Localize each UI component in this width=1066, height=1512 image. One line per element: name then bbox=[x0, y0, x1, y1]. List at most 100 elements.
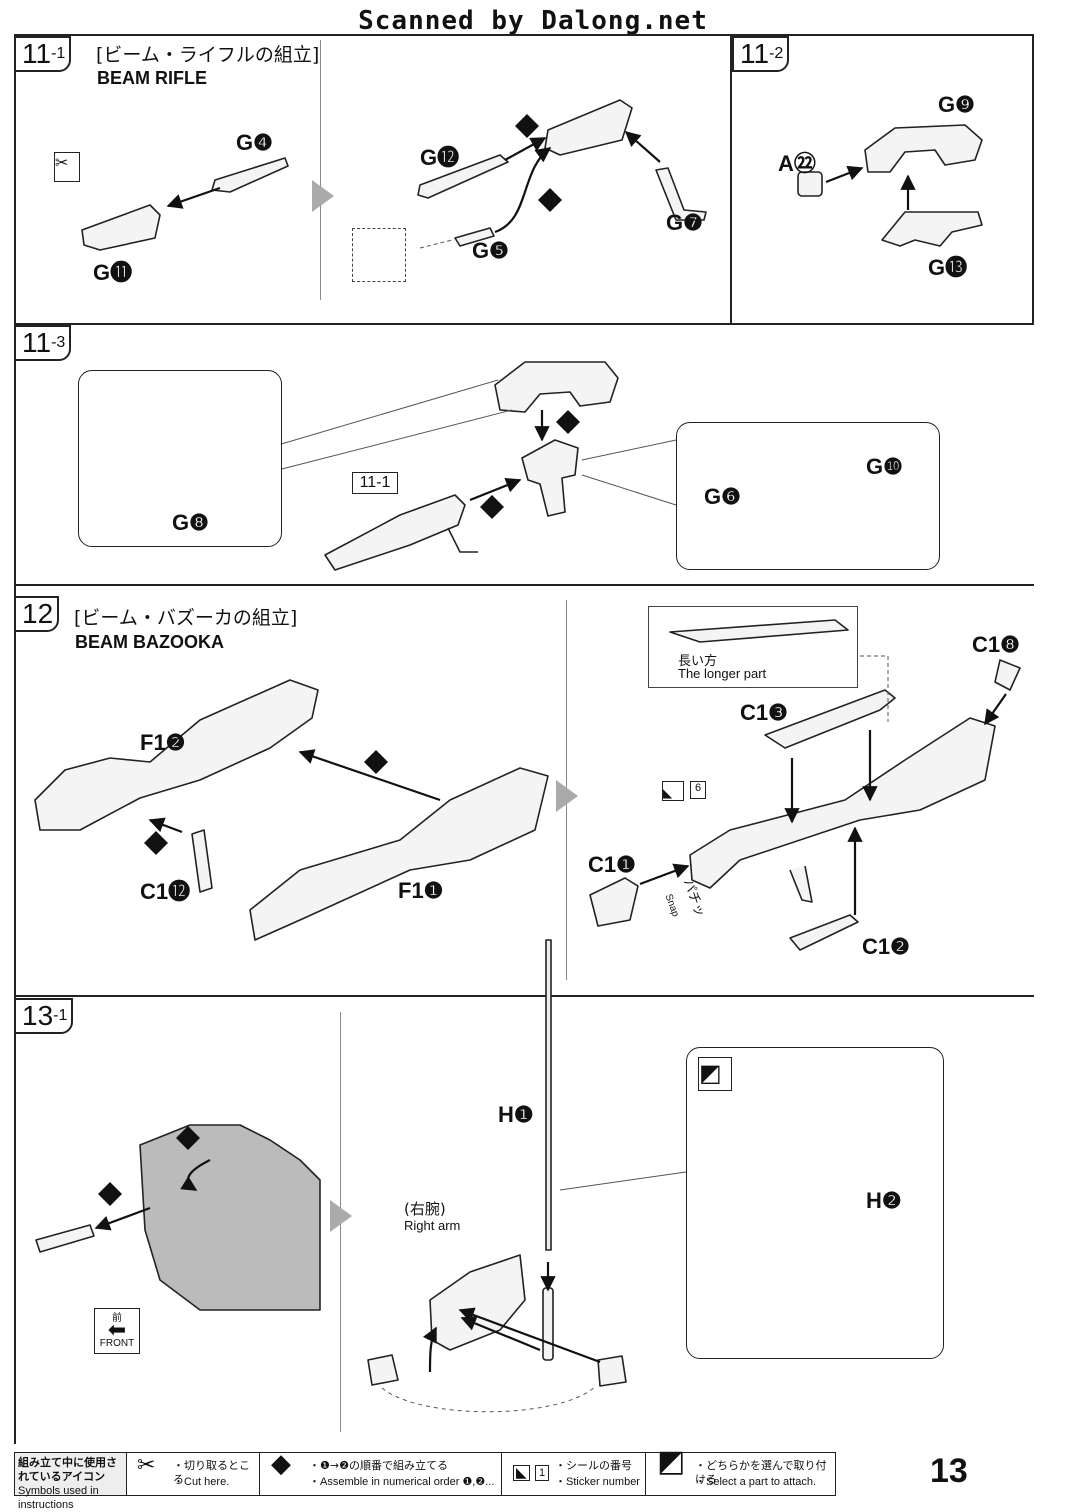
part-upper-rifle-drawing bbox=[494, 361, 619, 413]
order-2-badge-11-3 bbox=[556, 410, 580, 434]
part-guide-drawing bbox=[669, 619, 849, 643]
front-arrow-icon: ⬅ bbox=[107, 1318, 127, 1343]
legend-sticker-en: ・Sticker number bbox=[555, 1476, 640, 1488]
part-g7-drawing bbox=[655, 167, 707, 221]
step-tag-11-2: 11-2 bbox=[732, 36, 790, 72]
page-number: 13 bbox=[930, 1452, 968, 1490]
arrow-hand-to-arm bbox=[458, 1307, 601, 1364]
arrow-g12-to-body bbox=[504, 137, 547, 161]
label-f11: F1❶ bbox=[398, 878, 444, 903]
label-g9: G❾ bbox=[938, 92, 975, 117]
legend-select-en: ・Select a part to attach. bbox=[695, 1476, 817, 1488]
front-en: FRONT bbox=[99, 1338, 135, 1349]
part-right-arm-drawing bbox=[429, 1254, 526, 1351]
divider-13 bbox=[14, 995, 1034, 997]
step-title-en-11-1: BEAM RIFLE bbox=[97, 68, 207, 88]
flow-arrow-11-1 bbox=[312, 180, 334, 212]
select-part-icon: ◩ bbox=[699, 1059, 722, 1087]
sub-divider-11-1 bbox=[320, 40, 321, 300]
divider-11-3 bbox=[14, 323, 1034, 325]
label-a22: A㉒ bbox=[778, 151, 816, 176]
right-arm-jp: (右腕) bbox=[404, 1200, 446, 1218]
part-g5-drawing bbox=[454, 227, 495, 247]
frame-right-top bbox=[1032, 34, 1034, 324]
order-2-badge-11-1 bbox=[515, 114, 539, 138]
legend-cut-jp: ・切り取るところ bbox=[173, 1459, 250, 1486]
scissors-icon: ✂ bbox=[55, 153, 69, 172]
label-g10: G❿ bbox=[866, 454, 903, 479]
part-c13-drawing bbox=[764, 689, 896, 749]
part-bazooka-drawing bbox=[689, 717, 996, 903]
step-tag-12: 12 bbox=[14, 596, 60, 632]
part-g12-drawing bbox=[417, 154, 509, 199]
inset-box-g6 bbox=[676, 422, 940, 570]
arrow-f11-to-f12 bbox=[298, 749, 441, 802]
part-h1-post-drawing bbox=[542, 1287, 554, 1361]
callout-line-b bbox=[277, 409, 513, 471]
inset-box-g8 bbox=[78, 370, 282, 547]
legend-select: ◩ ・どちらかを選んで取り付ける ・Select a part to attac… bbox=[651, 1447, 835, 1495]
scissors-legend-icon: ✂ bbox=[137, 1453, 156, 1478]
part-rifle-body-drawing bbox=[544, 99, 633, 156]
part-robot-drawing bbox=[139, 1124, 321, 1311]
legend-sticker-jp: ・シールの番号 bbox=[555, 1459, 632, 1472]
sticker-hint-box bbox=[352, 228, 406, 282]
step-title-jp-11-1: [ビーム・ライフルの組立] bbox=[96, 44, 320, 66]
longer-part-box bbox=[648, 606, 858, 688]
legend-order: ◆ ・❶→❷の順番で組み立てる ・Assemble in numerical o… bbox=[265, 1449, 502, 1495]
dash-g5 bbox=[419, 239, 453, 249]
part-g4-drawing bbox=[211, 157, 289, 193]
label-g8: G❽ bbox=[172, 510, 209, 535]
callout-line-h2 bbox=[559, 1171, 687, 1191]
divider-12 bbox=[14, 584, 1034, 586]
part-g13-drawing bbox=[881, 211, 983, 247]
arrow-rifle-to-grip bbox=[469, 477, 522, 502]
callout-line-c bbox=[581, 474, 677, 506]
step-tag-11-1: 11-1 bbox=[14, 36, 72, 72]
arrow-c11 bbox=[639, 863, 690, 886]
legend-order-en: ・Assemble in numerical order ❶,❷... bbox=[309, 1476, 495, 1488]
arrow-rotate bbox=[180, 1159, 211, 1191]
step-tag-13-1: 13-1 bbox=[14, 998, 74, 1034]
label-g4: G❹ bbox=[236, 130, 273, 155]
step-tag-11-3: 11-3 bbox=[14, 325, 72, 361]
right-arm-en: Right arm bbox=[404, 1218, 461, 1233]
label-c13: C1❸ bbox=[740, 700, 788, 725]
part-f11-drawing bbox=[249, 767, 549, 941]
order-2-badge-13 bbox=[98, 1182, 122, 1206]
legend-heading-en: Symbols used in instructions bbox=[18, 1485, 99, 1511]
legend-select-jp: ・どちらかを選んで取り付ける bbox=[695, 1459, 827, 1486]
label-g6: G❻ bbox=[704, 484, 741, 509]
callout-line-d bbox=[581, 439, 677, 461]
scan-watermark: Scanned by Dalong.net bbox=[358, 6, 708, 36]
flow-arrow-12 bbox=[556, 780, 578, 812]
label-c11: C1❶ bbox=[588, 852, 636, 877]
legend-cut-en: ・Cut here. bbox=[173, 1476, 230, 1488]
order-diamond-icon: ◆ bbox=[271, 1449, 291, 1479]
arrow-post-to-arm bbox=[460, 1316, 541, 1352]
label-f12: F1❷ bbox=[140, 730, 186, 755]
order-1-badge-13 bbox=[176, 1126, 200, 1150]
label-g13: G⓭ bbox=[928, 255, 968, 280]
label-h2: H❷ bbox=[866, 1188, 902, 1213]
select-icon-13: ◩ bbox=[698, 1057, 732, 1091]
frame-top bbox=[14, 34, 1034, 36]
arrow-g5-to-body bbox=[494, 147, 552, 234]
longer-part-jp: 長い方 bbox=[678, 654, 718, 669]
inset-box-h2 bbox=[686, 1047, 944, 1359]
label-h1: H❶ bbox=[498, 1102, 534, 1127]
part-hand-right-drawing bbox=[597, 1355, 627, 1387]
part-c12-drawing bbox=[789, 914, 859, 951]
arrow-g7-to-body bbox=[624, 130, 661, 163]
arrow-c112-to-f12 bbox=[148, 817, 183, 834]
order-2-badge-12 bbox=[364, 750, 388, 774]
part-c11-drawing bbox=[589, 877, 639, 927]
part-hand-left-drawing bbox=[367, 1354, 399, 1386]
frame-left bbox=[14, 34, 16, 1444]
label-g11: G⓫ bbox=[93, 260, 133, 285]
hand-swap-dotted bbox=[381, 1385, 597, 1413]
legend-order-jp: ・❶→❷の順番で組み立てる bbox=[309, 1459, 448, 1472]
legend-heading-jp: 組み立て中に使用されているアイコン bbox=[18, 1456, 117, 1483]
ref-11-1-tag: 11-1 bbox=[352, 472, 398, 494]
front-indicator: 前 ⬅ FRONT bbox=[94, 1308, 140, 1354]
